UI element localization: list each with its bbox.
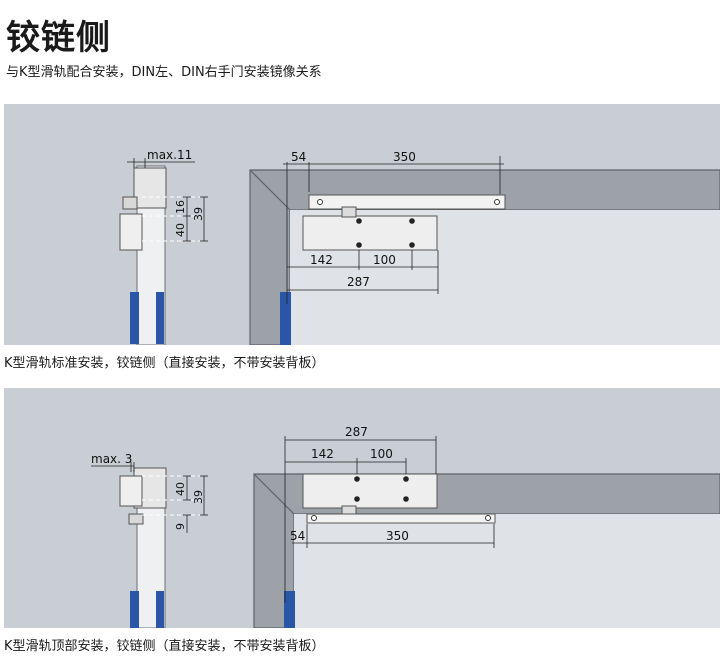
caption-standard-mount: K型滑轨标准安装，铰链侧（直接安装，不带安装背板） <box>4 356 325 371</box>
side-dimensions <box>91 462 208 533</box>
mount-hole <box>356 218 362 224</box>
mount-hole <box>409 242 415 248</box>
dim-287: 287 <box>347 275 370 289</box>
hinge-blue-left <box>130 292 139 344</box>
dim-287: 287 <box>345 425 368 439</box>
arm-pivot <box>341 206 357 218</box>
dim-40: 40 <box>174 223 187 237</box>
dim-100: 100 <box>373 253 396 267</box>
dim-54: 54 <box>290 529 305 543</box>
dim-54: 54 <box>291 150 306 164</box>
side-dimensions <box>127 158 208 242</box>
side-view <box>119 165 204 345</box>
hinge-blue-right <box>156 292 164 344</box>
slide-track <box>306 513 496 524</box>
slider-block <box>128 513 144 525</box>
track-profile <box>133 167 167 209</box>
side-view <box>119 467 204 628</box>
closer-profile <box>119 475 143 507</box>
closer-profile <box>119 213 143 251</box>
slider-block <box>122 196 138 210</box>
dim-350: 350 <box>393 150 416 164</box>
front-view <box>253 473 720 628</box>
mount-hole <box>356 242 362 248</box>
closer-body <box>302 215 438 251</box>
dim-max: max. 3 <box>91 452 132 466</box>
slide-track <box>308 194 506 210</box>
dim-142: 142 <box>311 447 334 461</box>
dim-9: 9 <box>174 523 187 530</box>
hinge-blue-left <box>130 591 139 628</box>
hinge-blue-front <box>284 591 295 628</box>
dim-39: 39 <box>192 490 205 504</box>
door-panel <box>294 514 720 628</box>
mount-hole <box>354 496 360 502</box>
front-view <box>249 169 720 345</box>
hinge-blue-right <box>156 591 164 628</box>
dim-max: max.11 <box>147 148 192 162</box>
closer-body <box>302 473 438 509</box>
mount-hole <box>354 476 360 482</box>
caption-top-mount: K型滑轨顶部安装，铰链侧（直接安装，不带安装背板） <box>4 639 325 654</box>
dim-16: 16 <box>174 200 187 214</box>
front-dimensions <box>283 156 504 304</box>
page-title: 铰链侧 <box>6 18 111 58</box>
dim-39: 39 <box>192 207 205 221</box>
dim-100: 100 <box>370 447 393 461</box>
dim-350: 350 <box>386 529 409 543</box>
mount-hole <box>409 218 415 224</box>
mount-hole <box>403 476 409 482</box>
mount-hole <box>403 496 409 502</box>
front-dimensions <box>284 436 495 603</box>
page-subtitle: 与K型滑轨配合安装，DIN左、DIN右手门安装镜像关系 <box>6 65 322 80</box>
diagram-top-mount: max. 3 40 39 9 287 142 100 54 350 <box>4 388 720 628</box>
diagram-standard-mount: max.11 16 39 40 54 350 142 100 287 <box>4 104 720 345</box>
dim-142: 142 <box>310 253 333 267</box>
dim-40: 40 <box>174 482 187 496</box>
hinge-blue-front <box>280 292 291 345</box>
